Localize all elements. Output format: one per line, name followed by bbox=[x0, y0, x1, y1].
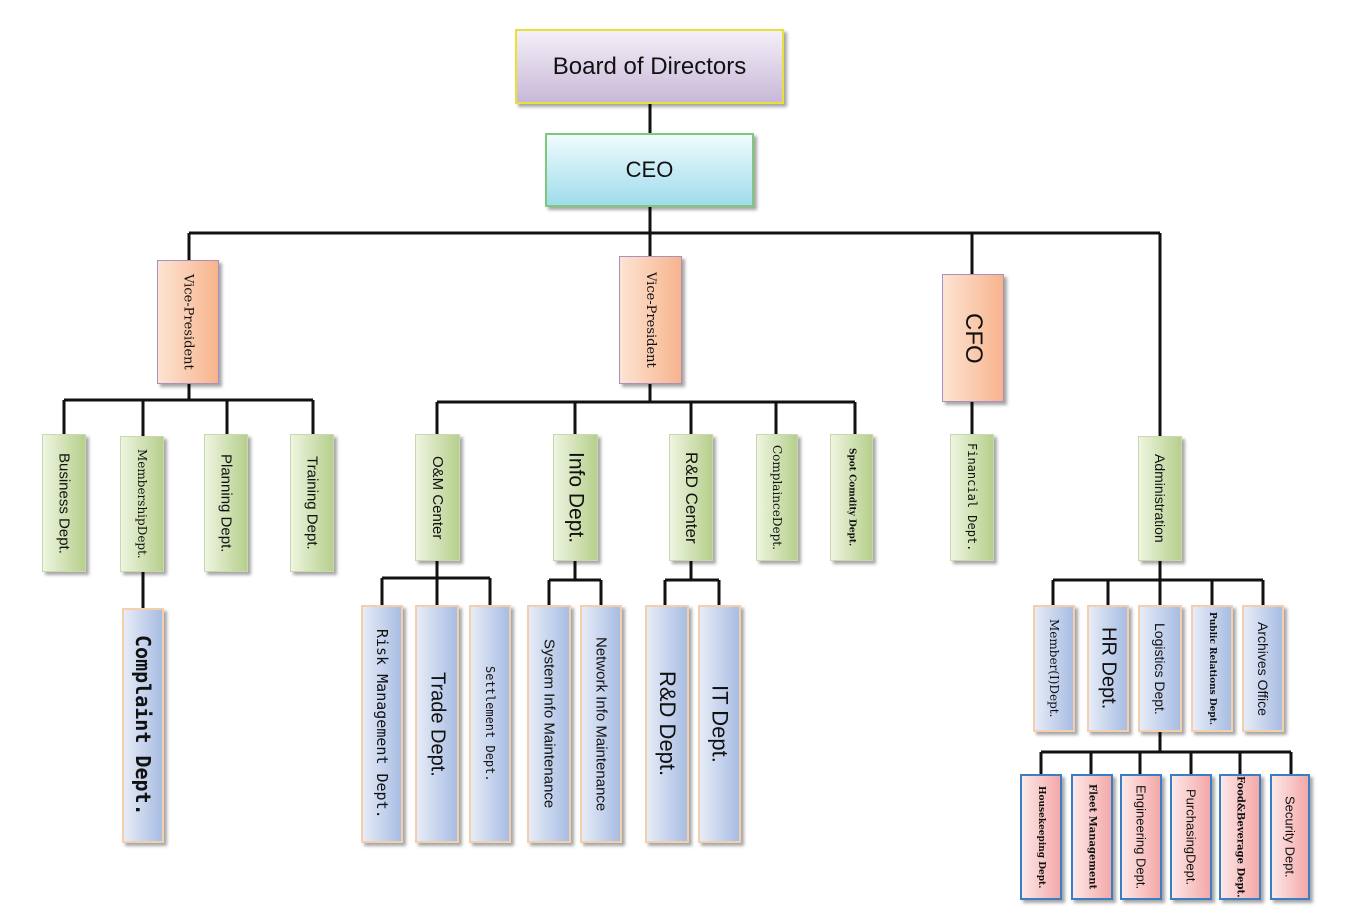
food-beverage-dept-label: Food&Beverage Dept. bbox=[1234, 776, 1246, 898]
info-dept-label: Info Dept. bbox=[564, 451, 588, 544]
food-beverage-dept-box: Food&Beverage Dept. bbox=[1219, 774, 1261, 900]
hr-dept-label: HR Dept. bbox=[1097, 627, 1120, 710]
archives-office-box: Archives Office bbox=[1242, 605, 1284, 732]
hr-dept-box: HR Dept. bbox=[1087, 605, 1129, 732]
member-dept-box: Member(I)Dept. bbox=[1033, 605, 1075, 732]
vice-president-left-box: Vice-President bbox=[157, 260, 219, 384]
risk-management-dept-label: Risk Management Dept. bbox=[373, 629, 391, 819]
training-dept-label: Training Dept. bbox=[303, 456, 321, 550]
financial-dept-box: Financial Dept. bbox=[950, 434, 994, 561]
om-center-box: O&M Center bbox=[415, 434, 460, 561]
network-info-maintenance-label: Network Info Maintenance bbox=[592, 636, 610, 812]
trade-dept-box: Trade Dept. bbox=[415, 605, 459, 843]
administration-label: Administration bbox=[1152, 454, 1168, 543]
vice-president-left-label: Vice-President bbox=[180, 274, 196, 370]
purchasing-dept-box: PurchasingDept. bbox=[1170, 774, 1212, 900]
vice-president-center-box: Vice-President bbox=[619, 256, 682, 384]
membership-dept-label: MembershipDept. bbox=[135, 449, 149, 559]
cfo-box: CFO bbox=[942, 274, 1004, 402]
trade-dept-label: Trade Dept. bbox=[426, 671, 449, 777]
archives-office-label: Archives Office bbox=[1255, 621, 1271, 716]
security-dept-label: Security Dept. bbox=[1282, 796, 1298, 878]
cfo-label: CFO bbox=[960, 312, 987, 364]
public-relations-dept-label: Public Relations Dept. bbox=[1207, 612, 1217, 725]
system-info-maintenance-label: System Info Maintenance bbox=[540, 639, 558, 809]
system-info-maintenance-box: System Info Maintenance bbox=[527, 605, 571, 843]
risk-management-dept-box: Risk Management Dept. bbox=[361, 605, 403, 843]
security-dept-box: Security Dept. bbox=[1270, 774, 1310, 900]
logistics-dept-label: Logistics Dept. bbox=[1152, 622, 1168, 715]
ceo-box: CEO bbox=[545, 133, 754, 207]
planning-dept-label: Planning Dept. bbox=[217, 453, 235, 553]
rd-dept-label: R&D Dept. bbox=[655, 671, 680, 777]
business-dept-label: Business Dept. bbox=[55, 452, 73, 554]
fleet-management-box: Fleet Management bbox=[1071, 774, 1113, 900]
it-dept-label: IT Dept. bbox=[707, 685, 733, 763]
rd-dept-box: R&D Dept. bbox=[645, 605, 689, 843]
fleet-management-label: Fleet Management bbox=[1086, 784, 1098, 890]
financial-dept-label: Financial Dept. bbox=[965, 443, 979, 552]
board-of-directors-label: Board of Directors bbox=[552, 52, 747, 80]
it-dept-box: IT Dept. bbox=[698, 605, 741, 843]
spot-commodity-dept-label: Spot Comdity Dept. bbox=[846, 448, 857, 547]
business-dept-box: Business Dept. bbox=[42, 434, 86, 572]
info-dept-box: Info Dept. bbox=[553, 434, 598, 561]
compliance-dept-box: ComplainceDept. bbox=[756, 434, 798, 561]
complaint-dept-box: Complaint Dept. bbox=[122, 608, 164, 843]
rd-center-box: R&D Center bbox=[669, 434, 713, 561]
ceo-label: CEO bbox=[625, 157, 674, 182]
settlement-dept-label: Settlement Dept. bbox=[483, 666, 497, 782]
administration-box: Administration bbox=[1138, 436, 1182, 561]
training-dept-box: Training Dept. bbox=[290, 434, 334, 572]
housekeeping-dept-label: Housekeeping Dept. bbox=[1036, 785, 1046, 889]
housekeeping-dept-box: Housekeeping Dept. bbox=[1020, 774, 1062, 900]
logistics-dept-box: Logistics Dept. bbox=[1138, 605, 1182, 732]
board-of-directors-box: Board of Directors bbox=[515, 29, 784, 104]
engineering-dept-label: Engineering Dept. bbox=[1133, 784, 1149, 890]
membership-dept-box: MembershipDept. bbox=[120, 436, 164, 572]
public-relations-dept-box: Public Relations Dept. bbox=[1191, 605, 1233, 732]
purchasing-dept-label: PurchasingDept. bbox=[1183, 788, 1199, 886]
network-info-maintenance-box: Network Info Maintenance bbox=[580, 605, 622, 843]
compliance-dept-label: ComplainceDept. bbox=[770, 445, 784, 550]
complaint-dept-label: Complaint Dept. bbox=[131, 635, 155, 816]
vice-president-center-label: Vice-President bbox=[643, 272, 658, 368]
spot-commodity-dept-box: Spot Comdity Dept. bbox=[830, 434, 873, 561]
engineering-dept-box: Engineering Dept. bbox=[1120, 774, 1162, 900]
rd-center-label: R&D Center bbox=[682, 451, 701, 544]
member-dept-label: Member(I)Dept. bbox=[1047, 619, 1061, 718]
om-center-label: O&M Center bbox=[429, 455, 446, 540]
planning-dept-box: Planning Dept. bbox=[204, 434, 248, 572]
settlement-dept-box: Settlement Dept. bbox=[469, 605, 511, 843]
